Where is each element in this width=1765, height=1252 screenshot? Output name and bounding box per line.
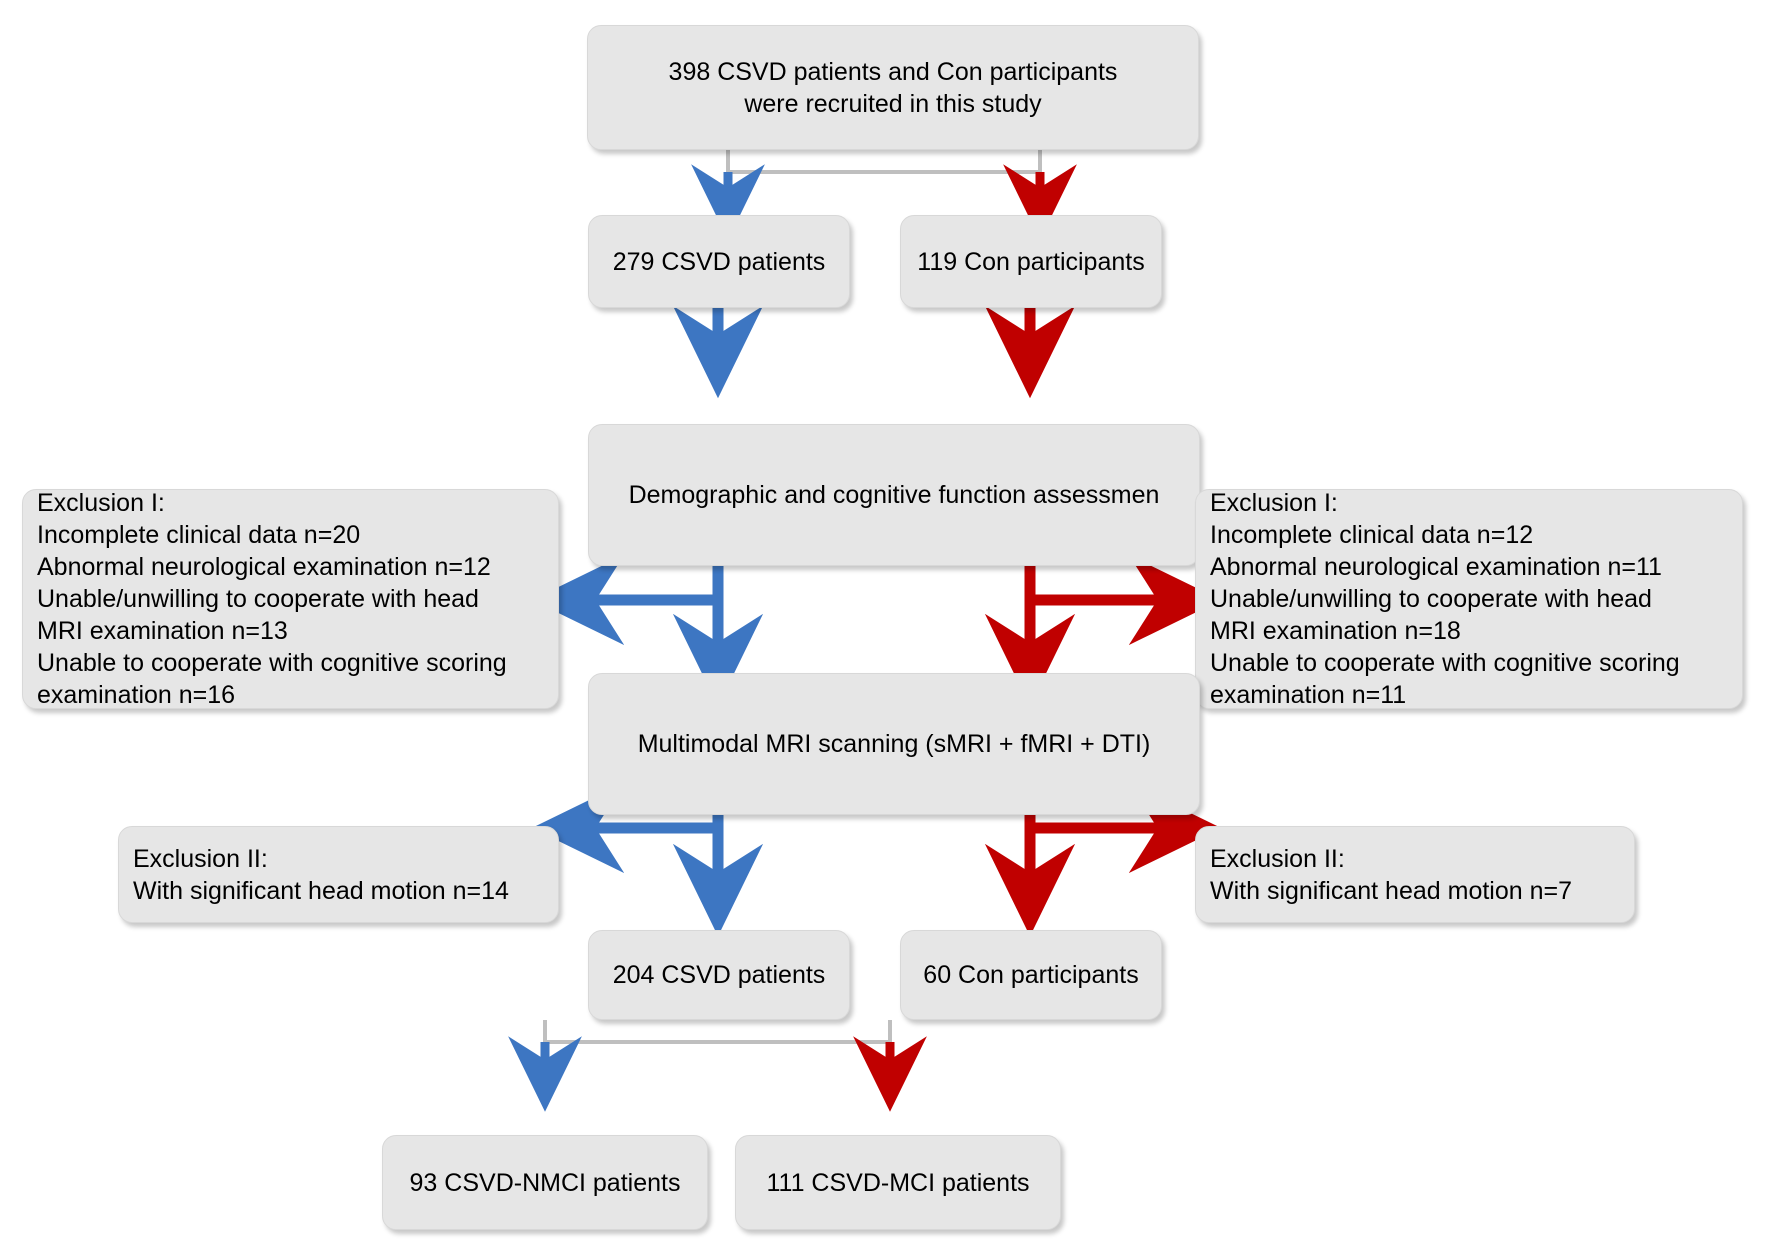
node-exclusion1-left-label: Exclusion I: Incomplete clinical data n=… [37, 489, 507, 709]
edge-csvd204-split [543, 1020, 892, 1044]
node-assessment-label: Demographic and cognitive function asses… [628, 481, 1160, 509]
node-csvd-279[interactable]: 279 CSVD patients [588, 215, 850, 308]
node-csvd-204-label: 204 CSVD patients [612, 961, 826, 989]
node-recruited[interactable]: 398 CSVD patients and Con participants w… [587, 25, 1199, 150]
node-exclusion2-right[interactable]: Exclusion II: With significant head moti… [1195, 826, 1635, 923]
node-exclusion2-right-label: Exclusion II: With significant head moti… [1210, 844, 1573, 905]
node-con-60-label: 60 Con participants [923, 961, 1139, 989]
node-csvd-279-label: 279 CSVD patients [612, 247, 826, 276]
node-csvd-mci-111-label: 111 CSVD-MCI patients [766, 1168, 1030, 1197]
edge-recruited-split [726, 150, 1042, 174]
node-csvd-mci-111[interactable]: 111 CSVD-MCI patients [735, 1135, 1061, 1230]
node-csvd-nmci-93-label: 93 CSVD-NMCI patients [409, 1168, 681, 1197]
node-exclusion1-right[interactable]: Exclusion I: Incomplete clinical data n=… [1195, 489, 1743, 709]
node-csvd-nmci-93[interactable]: 93 CSVD-NMCI patients [382, 1135, 708, 1230]
node-csvd-204[interactable]: 204 CSVD patients [588, 930, 850, 1020]
node-exclusion1-right-label: Exclusion I: Incomplete clinical data n=… [1210, 489, 1680, 709]
node-con-119-label: 119 Con participants [917, 247, 1145, 276]
node-con-60[interactable]: 60 Con participants [900, 930, 1162, 1020]
node-mri-scanning-label: Multimodal MRI scanning (sMRI + fMRI + D… [637, 730, 1151, 758]
node-recruited-label: 398 CSVD patients and Con participants w… [668, 57, 1118, 118]
node-assessment[interactable]: Demographic and cognitive function asses… [588, 424, 1200, 566]
node-exclusion1-left[interactable]: Exclusion I: Incomplete clinical data n=… [22, 489, 559, 709]
node-con-119[interactable]: 119 Con participants [900, 215, 1162, 308]
node-mri-scanning[interactable]: Multimodal MRI scanning (sMRI + fMRI + D… [588, 673, 1200, 815]
node-exclusion2-left-label: Exclusion II: With significant head moti… [133, 844, 509, 905]
node-exclusion2-left[interactable]: Exclusion II: With significant head moti… [118, 826, 559, 923]
